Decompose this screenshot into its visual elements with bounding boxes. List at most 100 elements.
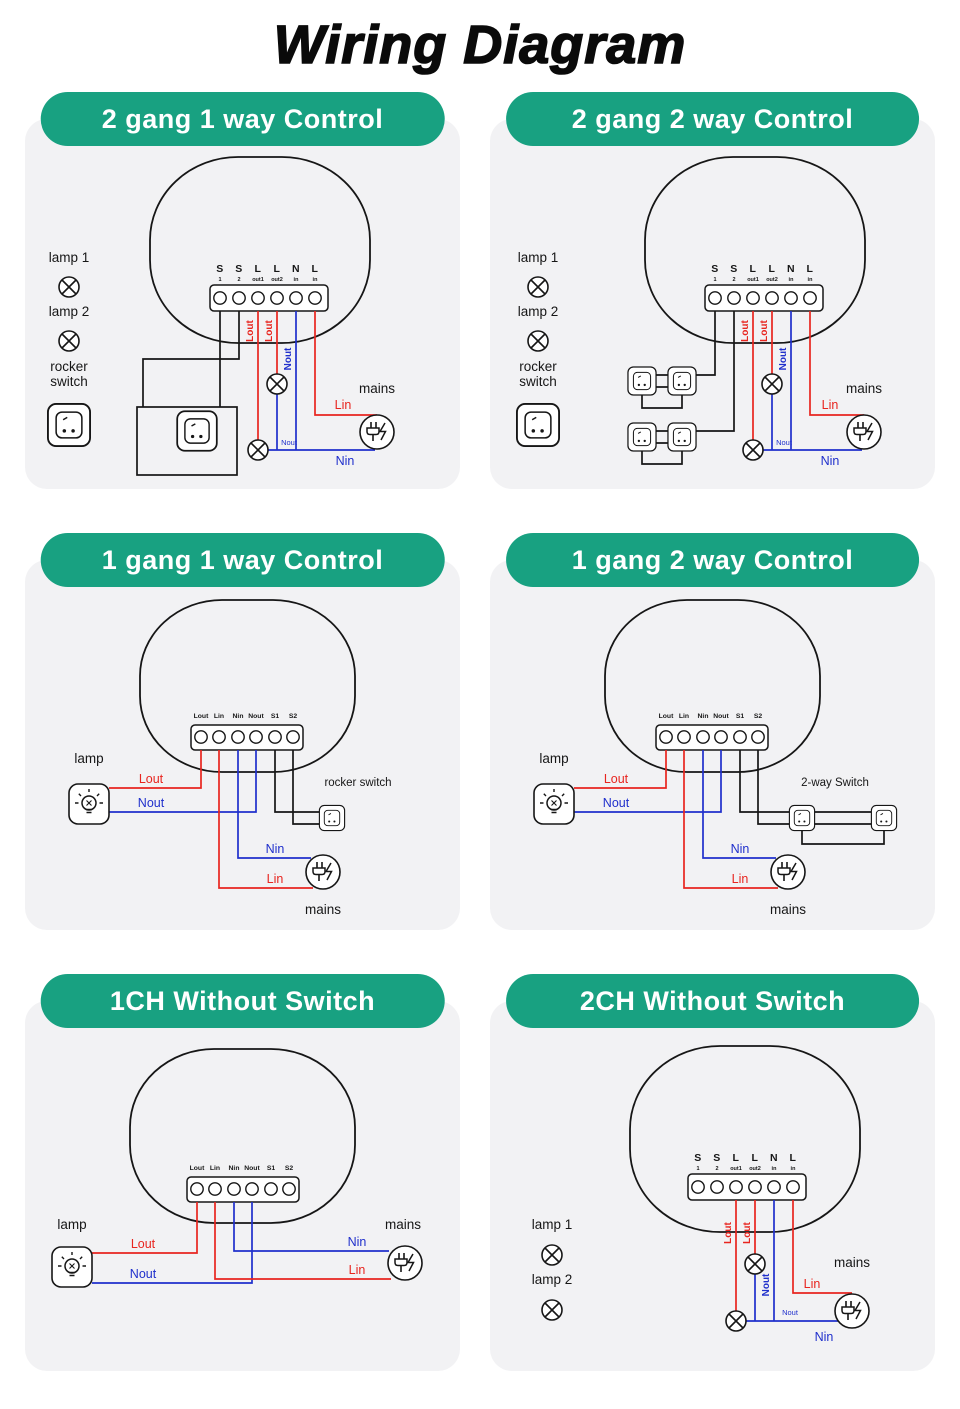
- neutral-output-wire: [574, 750, 722, 813]
- live-output-wire: [109, 750, 202, 789]
- wire-label-nout: Nout: [603, 796, 630, 810]
- rocker-switch-icon: [667, 422, 697, 452]
- switch-type-label: rocker switch: [324, 777, 391, 789]
- live-input-wire: [792, 1200, 852, 1294]
- lamp-bulb-icon: [51, 1246, 93, 1288]
- lamp-bulb-icon: [68, 783, 110, 825]
- mains-plug-icon: [834, 1293, 870, 1329]
- lamp-symbol: [58, 330, 80, 352]
- two-way-loop-wires: [641, 374, 683, 465]
- legend-lamp2-label: lamp 2: [49, 304, 90, 319]
- device-outline: [139, 599, 356, 773]
- panel-header-pill: 1 gang 2 way Control: [505, 533, 920, 587]
- live-output-wires: [257, 311, 278, 440]
- neutral-wires: [268, 311, 375, 451]
- live-input-wire: [314, 311, 377, 416]
- rocker-switch-icon: [318, 804, 346, 832]
- wire-label-nin: Nin: [815, 1330, 834, 1344]
- panel-header-pill: 2CH Without Switch: [505, 974, 920, 1028]
- wire-label-nout: Nout: [130, 1267, 157, 1281]
- neutral-wires: [746, 1200, 838, 1322]
- wire-label-nin: Nin: [731, 842, 750, 856]
- wire-label-nin: Nin: [348, 1235, 367, 1249]
- wire-label-lout: Lout: [245, 320, 256, 342]
- wire-label-nin: Nin: [336, 454, 355, 468]
- wire-label-lout: Lout: [604, 772, 629, 786]
- wire-label-nout: Nout: [778, 347, 789, 370]
- legend-switch-label: switch: [519, 374, 557, 389]
- wire-label-lout: Lout: [131, 1237, 156, 1251]
- rocker-switch-icon: [788, 804, 816, 832]
- wire-label-nout-small: Nout: [281, 438, 298, 447]
- neutral-output-wire: [92, 1202, 253, 1284]
- live-input-wire: [809, 311, 864, 416]
- lamp-symbol: [527, 276, 549, 298]
- mains-plug-icon: [770, 854, 806, 890]
- legend-lamp-label: lamp: [74, 751, 103, 766]
- rocker-switch-icon: [627, 366, 657, 396]
- mains-plug-icon: [305, 854, 341, 890]
- wire-label-nout: Nout: [283, 347, 294, 370]
- panel-header-pill: 1CH Without Switch: [40, 974, 445, 1028]
- wire-label-nin: Nin: [266, 842, 285, 856]
- device-outline: [604, 599, 821, 773]
- legend-lamp1-label: lamp 1: [49, 250, 90, 265]
- legend-switch-label: switch: [50, 374, 88, 389]
- wire-label-nin: Nin: [821, 454, 840, 468]
- wire-label-lout: Lout: [723, 1222, 734, 1244]
- switch-loop-wire: [136, 406, 238, 476]
- rocker-switch-icon: [176, 410, 218, 452]
- rocker-switch-legend-icon: [47, 403, 91, 447]
- device-outline: [629, 1045, 861, 1233]
- neutral-output-wire: [109, 750, 257, 813]
- live-output-wire: [92, 1202, 198, 1254]
- wire-label-lin: Lin: [267, 872, 284, 886]
- mains-plug-icon: [387, 1245, 423, 1281]
- mains-label: mains: [385, 1217, 421, 1232]
- lamp-bulb-icon: [533, 783, 575, 825]
- neutral-wires: [763, 311, 862, 451]
- legend-lamp2-label: lamp 2: [518, 304, 559, 319]
- lamp-symbol: [761, 373, 783, 395]
- switch-wires: [274, 750, 320, 825]
- wire-label-lin: Lin: [349, 1263, 366, 1277]
- neutral-input-wire: [233, 1202, 389, 1252]
- rocker-switch-icon: [667, 366, 697, 396]
- wire-label-lout: Lout: [740, 320, 751, 342]
- lamp-symbol: [541, 1299, 563, 1321]
- wire-label-lin: Lin: [804, 1277, 821, 1291]
- lamp-symbol: [247, 439, 269, 461]
- rocker-switch-legend-icon: [516, 403, 560, 447]
- mains-plug-icon: [846, 414, 882, 450]
- device-outline: [644, 156, 866, 344]
- live-input-wire: [683, 750, 778, 889]
- switch-type-label: 2-way Switch: [801, 777, 869, 789]
- wire-label-lout: Lout: [139, 772, 164, 786]
- wire-label-nout: Nout: [138, 796, 165, 810]
- legend-lamp1-label: lamp 1: [518, 250, 559, 265]
- rocker-switch-icon: [627, 422, 657, 452]
- mains-label: mains: [846, 381, 882, 396]
- lamp-symbol: [541, 1244, 563, 1266]
- wire-label-lout: Lout: [264, 320, 275, 342]
